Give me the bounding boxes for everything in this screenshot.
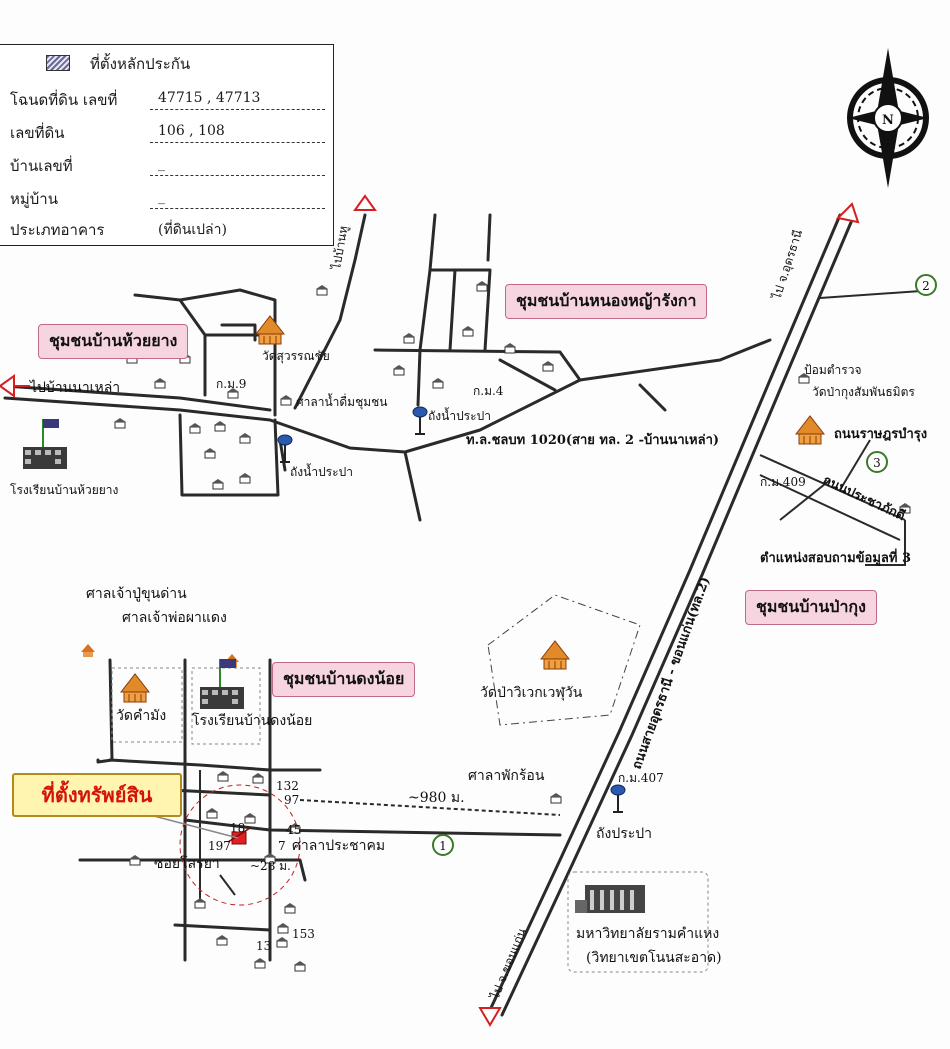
label-wat-kham-mang: วัดคำมัง	[116, 708, 166, 724]
label-n97: 97	[284, 793, 299, 807]
compass-letter: N	[882, 113, 894, 128]
label-university-campus: (วิทยาเขตโนนสะอาด)	[586, 949, 722, 966]
label-km4: ก.ม.4	[473, 384, 504, 398]
label-wat-pa-kung: วัดป่ากุงสัมพันธมิตร	[812, 385, 915, 400]
sala-icon	[279, 394, 293, 406]
community-dong-noi: ชุมชนบ้านดงน้อย	[272, 662, 416, 697]
shrine-icon	[81, 644, 95, 657]
label-n197: 197	[208, 839, 231, 853]
temple-icon	[540, 640, 570, 670]
label-n13: 13	[256, 939, 271, 953]
label-n7: 7	[278, 839, 286, 853]
legend-divider	[150, 142, 325, 143]
school-icon	[199, 658, 245, 710]
marker-2-text: 2	[922, 279, 930, 293]
compass-icon: N	[847, 48, 929, 188]
community-nong-ya-rang-ka: ชุมชนบ้านหนองหญ้ารังกา	[505, 284, 708, 319]
community-pa-kung: ชุมชนบ้านป่ากุง	[745, 590, 877, 625]
marker-3	[866, 451, 888, 473]
property-pin-icon	[227, 827, 251, 845]
label-n45: 45	[286, 823, 301, 837]
label-km9: ก.ม.9	[216, 377, 246, 391]
legend-row-value: (ที่ดินเปล่า)	[158, 222, 227, 238]
label-wat-suwan: วัดสุวรรณชัย	[262, 349, 330, 364]
label-school-dong-noi: โรงเรียนบ้านดงน้อย	[192, 712, 312, 729]
water-tank-icon	[412, 406, 428, 435]
label-soi: ซอยโสรยา	[154, 855, 220, 872]
marker-1	[432, 834, 454, 856]
label-school-huai-yang: โรงเรียนบ้านห้วยยาง	[10, 483, 118, 497]
label-tank2: ถังน้ำประปา	[428, 407, 491, 423]
legend-header: ที่ตั้งหลักประกัน	[90, 55, 191, 73]
property-pointer	[149, 814, 239, 839]
marker-1-text: 1	[439, 839, 447, 853]
label-distance: ~980 ม.	[408, 790, 465, 806]
label-sala-community: ศาลาประชาคม	[292, 838, 385, 854]
label-survey3: ตำแหน่งสอบถามข้อมูลที่ 3	[760, 548, 911, 566]
label-to-khon-kaen: ไป จ.ขอนแก่น	[487, 926, 529, 1002]
label-sala-rest: ศาลาพักร้อน	[468, 768, 545, 784]
label-dist28: ~28 ม.	[250, 859, 291, 873]
sala-icon	[549, 792, 563, 804]
temple-icon	[255, 315, 285, 345]
label-tank1: ถังน้ำประปา	[290, 463, 353, 479]
label-road-rat: ถนนราษฎรบำรุง	[834, 426, 927, 442]
legend-row-value: _	[158, 189, 165, 205]
label-km407: ก.ม.407	[618, 771, 664, 785]
temple-icon	[795, 415, 825, 445]
marker-3-text: 3	[873, 456, 881, 470]
collateral-swatch-icon	[46, 55, 70, 71]
label-km409: ก.ม.409	[760, 475, 806, 489]
legend-row-value: 106 , 108	[158, 123, 225, 139]
label-shrine1: ศาลเจ้าปู่ขุนด่าน	[86, 586, 187, 602]
label-highway: ถนนสายอุดรธานี - ขอนแก่น(ทล.2)	[629, 575, 714, 772]
label-wat-pa-wiwek: วัดป่าวิเวกเวฬุวัน	[480, 685, 583, 701]
water-tank-icon	[610, 784, 626, 813]
legend-row-label: ประเภทอาคาร	[10, 221, 105, 239]
legend-row-label: หมู่บ้าน	[10, 190, 58, 208]
legend-divider	[150, 208, 325, 209]
label-road-1020: ท.ล.ชลบท 1020(สาย ทล. 2 -บ้านนาเหล่า)	[466, 432, 719, 448]
label-shrine2: ศาลเจ้าพ่อผาแดง	[122, 610, 227, 626]
legend-row-label: โฉนดที่ดิน เลขที่	[10, 91, 118, 109]
label-sala-drink: ศาลาน้ำดื่มชุมชน	[296, 393, 388, 410]
community-huai-yang: ชุมชนบ้านห้วยยาง	[38, 324, 189, 359]
property-location-tag: ที่ตั้งทรัพย์สิน	[12, 773, 182, 817]
legend-box: ที่ตั้งหลักประกัน โฉนดที่ดิน เลขที่ 4771…	[0, 44, 334, 246]
label-n18: 18	[230, 821, 245, 835]
school-icon	[22, 418, 68, 470]
label-road-prachapakdi: ถนนประชาภักดี	[820, 472, 907, 524]
legend-row-value: 47715 , 47713	[158, 90, 261, 106]
label-to-udon: ไป จ.อุดรธานี	[769, 228, 806, 302]
temple-icon	[120, 673, 150, 703]
university-icon	[575, 885, 645, 913]
label-police: ป้อมตำรวจ	[804, 363, 861, 377]
label-n153: 153	[292, 927, 315, 941]
legend-divider	[150, 109, 325, 110]
marker-2	[915, 274, 937, 296]
legend-row-value: _	[158, 156, 165, 172]
label-to-ban-na-lao: ไปบ้านนาเหล่า	[29, 379, 120, 396]
legend-row-label: เลขที่ดิน	[10, 124, 65, 142]
label-tank3: ถังประปา	[596, 826, 652, 842]
legend-divider	[150, 175, 325, 176]
legend-row-label: บ้านเลขที่	[10, 157, 73, 175]
label-university: มหาวิทยาลัยรามคำแหง	[576, 926, 719, 942]
label-n132: 132	[276, 779, 299, 793]
